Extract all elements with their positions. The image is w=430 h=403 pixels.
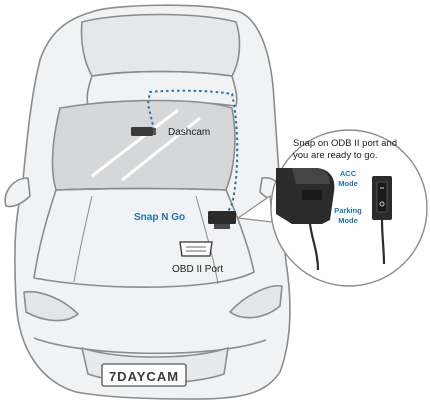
dashcam-label: Dashcam [168,127,210,138]
dashcam-lens [153,128,156,135]
left-headlight [23,290,79,322]
front-bumper [33,337,267,355]
snap-n-go-body [208,211,236,224]
dashcam-body [131,127,153,136]
license-plate-text: 7DAYCAM [109,369,179,384]
switch-mark-bottom [379,201,385,207]
hood [33,187,255,288]
connector-top-face [292,168,330,184]
callout-text-line-2: you are ready to go. [293,150,378,161]
windshield-reflection [91,108,201,182]
callout-text-line-1: Snap on ODB II port and [293,138,397,149]
dashcam-device [131,127,156,136]
parking-mode-line-2: Mode [338,216,358,225]
obd-port-body [179,241,213,257]
left-mirror [4,177,31,208]
obd-port [179,241,213,257]
switch-cable [380,219,386,265]
obd-port-label: OBD II Port [172,264,223,275]
mode-switch [372,176,392,265]
rear-window [80,13,241,77]
right-headlight [229,285,283,319]
parking-mode-line-1: Parking [334,206,362,215]
cable-route [146,89,239,213]
windshield [51,99,236,191]
car-illustration [4,4,291,400]
acc-mode-line-2: Mode [338,179,358,188]
license-plate [101,363,187,387]
obd-connector-closeup [276,168,335,271]
snap-n-go-label: Snap N Go [134,212,185,223]
connector-cable [308,223,320,271]
obd-port-pins [186,246,206,252]
snap-n-go-connector [214,224,230,229]
switch-rocker [376,181,388,213]
roof-panel [86,70,238,107]
acc-mode-line-1: ACC [340,169,357,178]
snap-n-go-device [208,211,236,229]
connector-notch [302,190,322,200]
